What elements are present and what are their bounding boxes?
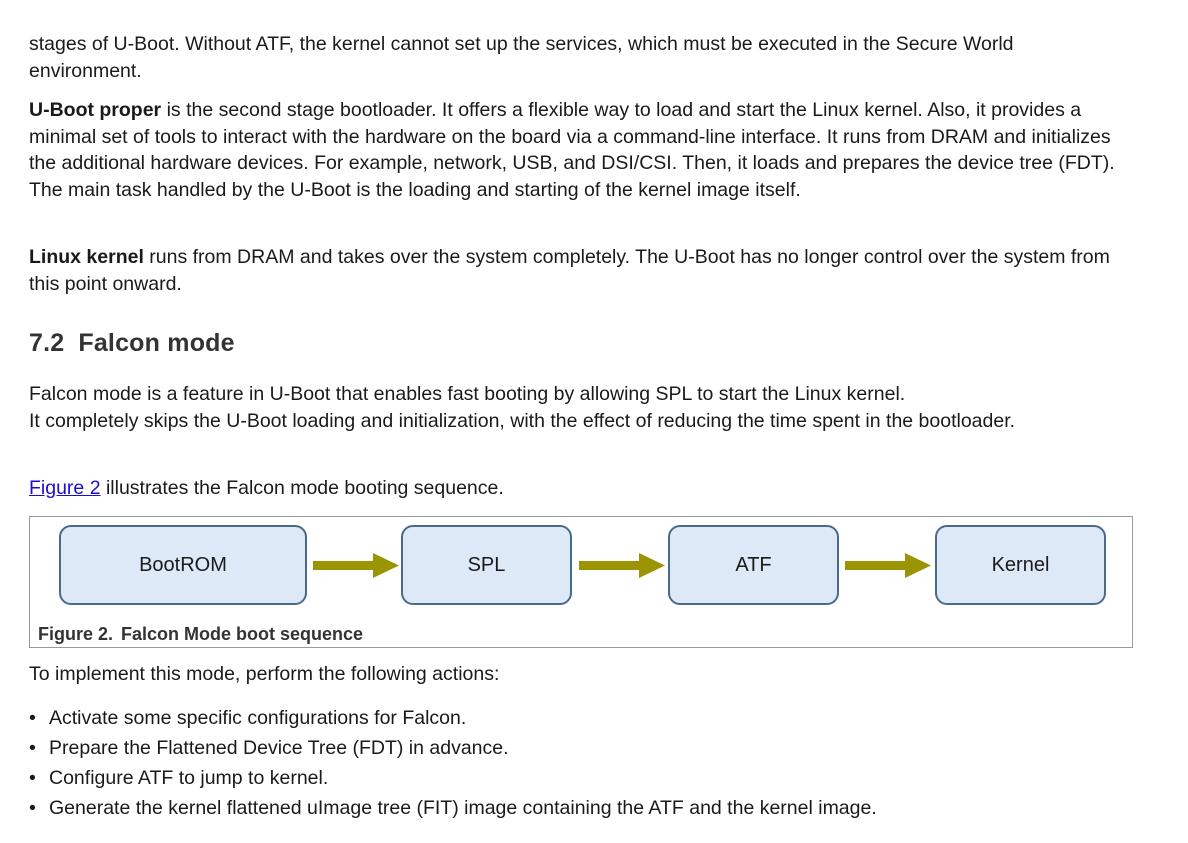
paragraph-implement-intro: To implement this mode, perform the foll… (29, 663, 500, 685)
arrow-right-icon (579, 553, 665, 578)
section-number: 7.2 (29, 329, 65, 357)
list-item: Configure ATF to jump to kernel. (29, 763, 877, 793)
figure-caption-text: Falcon Mode boot sequence (121, 624, 364, 644)
paragraph-figure-reference: Figure 2 illustrates the Falcon mode boo… (29, 475, 1129, 502)
list-item: Prepare the Flattened Device Tree (FDT) … (29, 733, 877, 763)
term-linux-kernel: Linux kernel (29, 246, 144, 268)
diagram-box-atf: ATF (668, 525, 839, 605)
action-list: Activate some specific configurations fo… (29, 703, 877, 823)
list-item: Activate some specific configurations fo… (29, 703, 877, 733)
term-uboot-proper: U-Boot proper (29, 99, 162, 121)
figure-falcon-boot-sequence: BootROM SPL ATF Kernel Figure 2. Falcon M… (29, 516, 1133, 648)
figure-2-link[interactable]: Figure 2 (29, 477, 101, 499)
paragraph-uboot-proper-text: is the second stage bootloader. It offer… (29, 99, 1115, 201)
section-title: Falcon mode (78, 329, 235, 357)
arrow-right-icon (845, 553, 931, 578)
diagram-box-bootrom: BootROM (59, 525, 307, 605)
paragraph-atf-context: stages of U-Boot. Without ATF, the kerne… (29, 33, 1014, 82)
diagram-box-spl: SPL (401, 525, 572, 605)
arrow-right-icon (313, 553, 399, 578)
figure-reference-text: illustrates the Falcon mode booting sequ… (100, 477, 504, 499)
paragraph-linux-kernel-text: runs from DRAM and takes over the system… (29, 246, 1110, 295)
figure-caption: Figure 2. Falcon Mode boot sequence (38, 624, 363, 645)
list-item: Generate the kernel flattened uImage tre… (29, 793, 877, 823)
falcon-intro-line-1: Falcon mode is a feature in U-Boot that … (29, 383, 906, 405)
paragraph-uboot-proper: U-Boot proper is the second stage bootlo… (29, 97, 1139, 203)
diagram-box-kernel: Kernel (935, 525, 1106, 605)
figure-caption-label: Figure 2. (38, 624, 114, 644)
paragraph-linux-kernel: Linux kernel runs from DRAM and takes ov… (29, 244, 1129, 297)
falcon-intro-line-2: It completely skips the U-Boot loading a… (29, 409, 1016, 432)
section-heading: 7.2 Falcon mode (29, 329, 235, 358)
paragraph-falcon-intro: Falcon mode is a feature in U-Boot that … (29, 381, 1129, 434)
